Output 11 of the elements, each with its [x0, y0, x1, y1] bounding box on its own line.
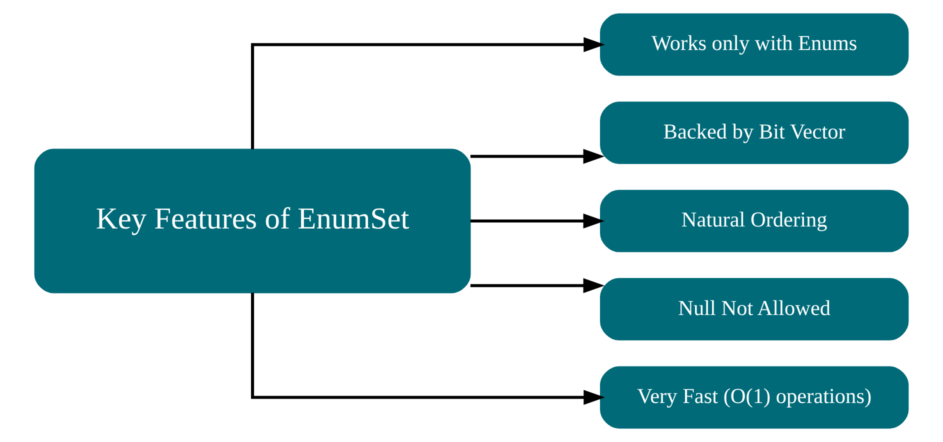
node-box: Works only with Enums [600, 13, 909, 76]
node-box: Null Not Allowed [600, 278, 909, 340]
arrow [251, 37, 605, 150]
node-box: Very Fast (O(1) operations) [600, 366, 909, 429]
arrow [470, 278, 605, 294]
node-box: Natural Ordering [600, 190, 909, 252]
arrow [470, 214, 605, 228]
arrow [251, 292, 605, 405]
arrow [470, 148, 605, 164]
node-box: Backed by Bit Vector [600, 102, 909, 164]
node-box: Key Features of EnumSet [34, 148, 471, 294]
